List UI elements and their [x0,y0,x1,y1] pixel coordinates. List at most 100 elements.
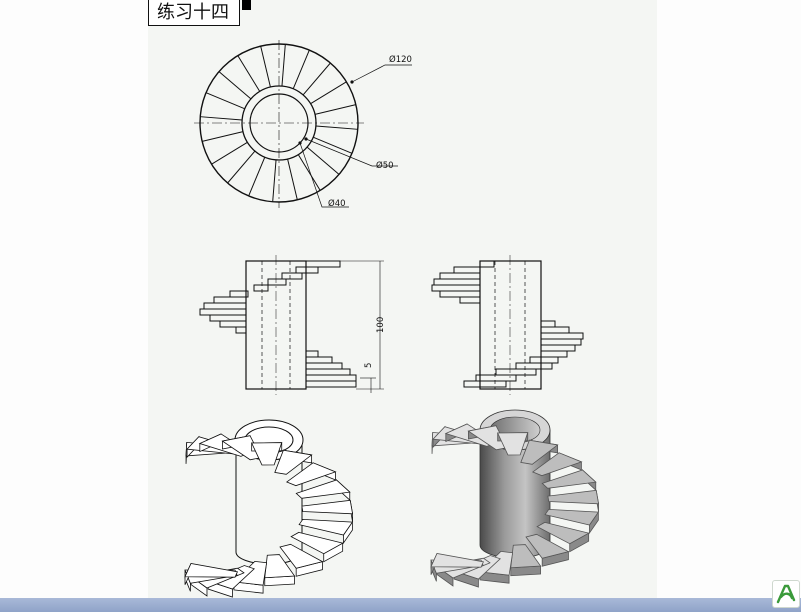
front-step [199,308,247,316]
step-radial-line [200,116,243,121]
side-step [439,290,481,298]
step-tread [298,518,354,536]
step-radial-line [292,49,310,90]
front-step [295,266,319,274]
dimension-arrows [298,80,354,145]
title-corner-mark [242,0,251,10]
side-step [540,344,576,352]
front-step [305,380,357,388]
shaded-steps [430,423,600,588]
step-tread [279,543,324,569]
step-radial-line [306,146,340,175]
step-tread [430,553,484,568]
step-radial-line [260,46,271,88]
step-tread [547,489,600,505]
arrow-dot [304,137,308,141]
step-tread [295,479,351,499]
step-radial-line [287,158,298,200]
taskbar-strip [0,598,801,612]
front-step [305,374,357,382]
step-tread [525,533,570,559]
step-tread [301,499,354,515]
side-step [439,272,481,280]
isometric-shaded-rendering [430,409,600,588]
step-tread [541,469,597,489]
step-tread [510,544,542,569]
side-step [433,278,481,286]
dim-5: 5 [364,363,374,368]
step-radial-line [297,154,321,191]
front-step [281,272,303,280]
side-step [540,338,582,346]
side-step [540,320,556,328]
stair-step-lines [200,44,358,202]
dim-120: Ø120 [389,54,412,65]
green-a-logo-icon[interactable] [772,580,800,608]
side-step [540,326,570,334]
step-tread [290,531,344,555]
side-step [529,356,559,364]
arrow-dot [350,80,354,84]
side-view [431,255,584,395]
step-radial-line [218,71,252,100]
step-radial-line [312,136,353,154]
step-tread [264,554,296,579]
iso-line-steps [184,433,354,598]
step-radial-line [314,104,356,115]
front-step [219,320,247,328]
front-step [305,260,341,268]
step-tread [221,435,262,461]
side-step [495,368,537,376]
front-step [305,368,351,376]
step-tread [251,442,283,466]
step-radial-line [302,62,331,96]
front-step [305,350,319,358]
side-step [515,362,553,370]
front-step [235,326,247,334]
step-tread [286,462,337,487]
step-radial-line [315,125,358,130]
step-radial-line [248,156,266,197]
step-radial-line [310,81,347,105]
step-radial-line [272,159,277,202]
step-tread [520,439,559,465]
side-step [479,260,495,268]
step-radial-line [202,131,244,142]
step-tread [467,425,508,451]
top-view [194,40,412,208]
step-radial-line [205,92,246,110]
leader-120 [351,64,412,83]
front-step [213,296,247,304]
front-step [305,356,333,364]
side-step [540,332,584,340]
front-step [253,284,269,292]
step-tread [544,508,600,526]
arrow-dot [298,141,302,145]
step-tread [497,432,529,456]
isometric-line-drawing [184,419,354,598]
step-radial-line [237,55,261,92]
side-step-rects [431,260,584,388]
step-tread [184,563,238,578]
step-radial-line [227,150,256,184]
front-step [209,314,247,322]
front-step [203,302,247,310]
side-step [540,350,568,358]
dim-100: 100 [376,317,386,333]
side-step [463,380,507,388]
front-step [267,278,287,286]
dim-40: Ø40 [328,198,346,209]
leader-40 [299,142,349,208]
side-step [431,284,481,292]
front-step [305,362,343,370]
side-step [459,296,481,304]
step-tread [536,521,590,545]
side-step [453,266,481,274]
step-radial-line [281,44,286,87]
column-side [479,260,542,390]
exercise-title: 练习十四 [148,0,240,26]
step-tread [532,452,583,477]
step-radial-line [211,141,248,165]
front-step-rects [199,260,357,388]
